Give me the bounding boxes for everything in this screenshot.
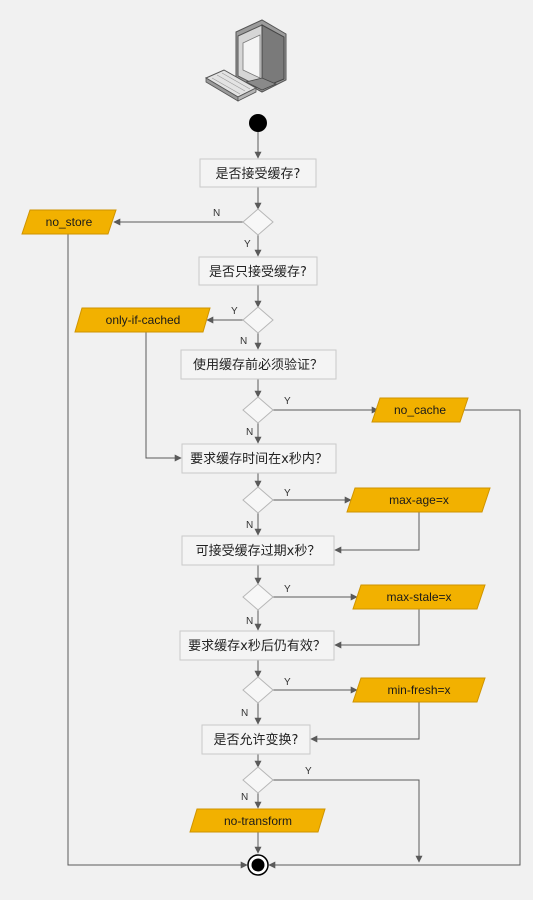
label-d2-n: N	[240, 336, 247, 347]
process-must-validate: 使用缓存前必须验证？	[180, 349, 337, 380]
svg-text:要求缓存时间在x秒内？: 要求缓存时间在x秒内？	[190, 451, 328, 467]
start-node	[249, 114, 267, 132]
svg-text:是否允许变换?: 是否允许变换?	[214, 732, 299, 748]
label-d4-n: N	[246, 520, 253, 531]
process-allow-transform: 是否允许变换?	[201, 724, 311, 755]
process-accept-cache: 是否接受缓存?	[199, 158, 317, 188]
label-d7-n: N	[241, 792, 248, 803]
label-d1-y: Y	[244, 239, 251, 250]
decision-6	[242, 676, 274, 704]
edge-onlyif-q4	[145, 332, 182, 462]
label-d5-n: N	[246, 616, 253, 627]
output-min-fresh: min-fresh=x	[352, 677, 486, 703]
label-d1-n: N	[213, 208, 220, 219]
process-valid-after: 要求缓存x秒后仍有效？	[179, 630, 335, 661]
process-only-cache: 是否只接受缓存?	[198, 256, 318, 286]
edge-minfresh-q7	[310, 702, 420, 743]
label-d3-n: N	[246, 427, 253, 438]
svg-text:no_store: no_store	[46, 215, 93, 229]
computer-icon	[204, 19, 287, 102]
edge-labels: N Y Y N Y N Y N Y N Y N Y N	[213, 208, 312, 803]
edge-maxage-q5	[334, 512, 420, 554]
label-d3-y: Y	[284, 396, 291, 407]
svg-text:only-if-cached: only-if-cached	[106, 313, 181, 327]
svg-text:no_cache: no_cache	[394, 403, 446, 417]
svg-text:max-stale=x: max-stale=x	[386, 590, 451, 604]
label-d6-y: Y	[284, 677, 291, 688]
process-accept-expired: 可接受缓存过期x秒？	[181, 535, 335, 566]
svg-text:是否只接受缓存?: 是否只接受缓存?	[209, 264, 307, 280]
end-node	[247, 854, 269, 876]
edge-maxstale-q6	[334, 609, 420, 649]
decision-5	[242, 583, 274, 611]
svg-text:使用缓存前必须验证？: 使用缓存前必须验证？	[193, 357, 323, 373]
decision-4	[242, 486, 274, 514]
output-max-age: max-age=x	[346, 487, 491, 513]
label-d7-y: Y	[305, 766, 312, 777]
svg-text:min-fresh=x: min-fresh=x	[387, 683, 450, 697]
decision-7	[242, 766, 274, 794]
edges	[67, 132, 521, 869]
svg-text:可接受缓存过期x秒？: 可接受缓存过期x秒？	[196, 543, 321, 559]
label-d5-y: Y	[284, 584, 291, 595]
edge-d7-end-y	[273, 779, 423, 863]
svg-text:是否接受缓存?: 是否接受缓存?	[216, 166, 301, 182]
label-d6-n: N	[241, 708, 248, 719]
svg-text:max-age=x: max-age=x	[389, 493, 449, 507]
decision-diamonds	[242, 208, 274, 794]
decision-3	[242, 396, 274, 424]
output-no-cache: no_cache	[371, 397, 469, 423]
decision-1	[242, 208, 274, 236]
edge-nostore-end	[67, 234, 248, 869]
svg-text:no-transform: no-transform	[224, 814, 292, 828]
decision-2	[242, 306, 274, 334]
svg-text:要求缓存x秒后仍有效？: 要求缓存x秒后仍有效？	[188, 639, 326, 654]
edge-nocache-end	[268, 409, 521, 869]
label-d4-y: Y	[284, 488, 291, 499]
process-cache-time: 要求缓存时间在x秒内？	[181, 443, 337, 474]
output-no-store: no_store	[21, 209, 117, 235]
output-max-stale: max-stale=x	[352, 584, 486, 610]
output-no-transform: no-transform	[189, 808, 326, 833]
label-d2-y: Y	[231, 306, 238, 317]
output-only-if-cached: only-if-cached	[74, 307, 211, 333]
